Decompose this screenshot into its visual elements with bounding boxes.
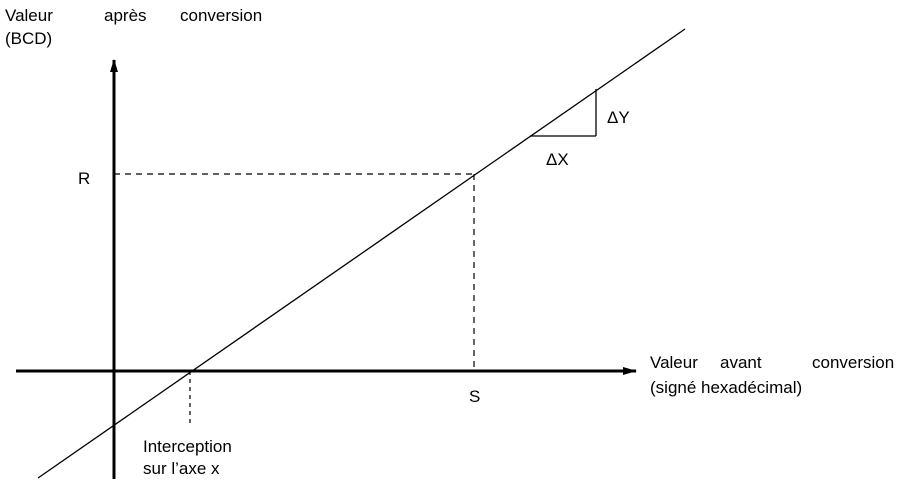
intercept-label-line2: sur l’axe x xyxy=(143,459,220,478)
s-marker-label: S xyxy=(469,387,480,406)
y-axis-label-line2: (BCD) xyxy=(5,29,52,48)
y-axis-label-line1-word3: conversion xyxy=(180,6,262,25)
x-axis-label-line2: (signé hexadécimal) xyxy=(650,378,802,397)
y-axis-label-line1-word2: après xyxy=(104,6,147,25)
conversion-line xyxy=(37,28,686,479)
y-axis-label-line1-word1: Valeur xyxy=(5,6,53,25)
delta-y-label: ΔY xyxy=(607,108,630,127)
delta-x-label: ΔX xyxy=(546,150,569,169)
x-axis-label-line1-word3: conversion xyxy=(812,353,894,372)
x-axis-label-line1-word1: Valeur xyxy=(650,353,698,372)
r-marker-label: R xyxy=(78,169,90,188)
intercept-label-line1: Interception xyxy=(143,437,232,456)
x-axis-label-line1-word2: avant xyxy=(720,353,762,372)
